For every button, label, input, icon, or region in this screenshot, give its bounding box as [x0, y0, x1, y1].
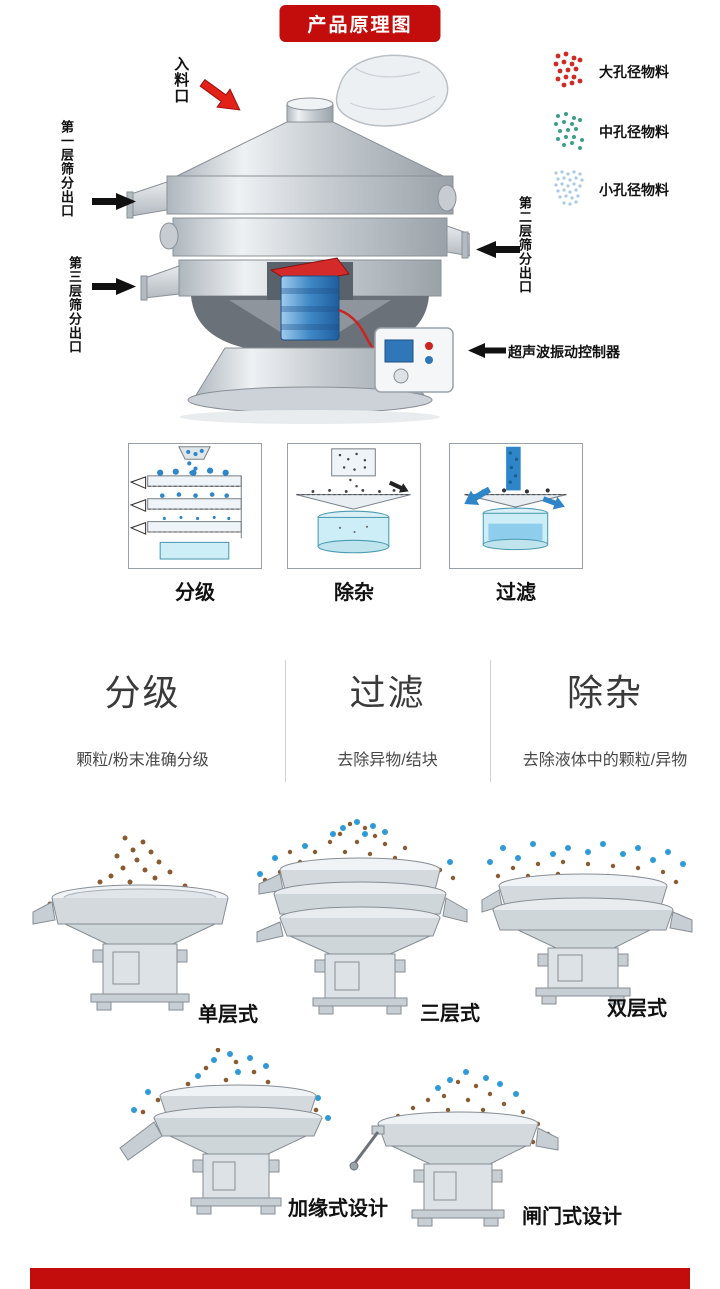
function-label-impurity-removal: 除杂	[334, 582, 374, 604]
feature-classification: 分级 颗粒/粉末准确分级	[0, 652, 285, 770]
small-particles-icon	[554, 170, 584, 206]
classification-diagram	[129, 446, 242, 560]
inlet-label: 入料口	[172, 56, 190, 104]
feature-desc: 颗粒/粉末准确分级	[76, 752, 209, 769]
machine-double-layer-illustration	[481, 841, 693, 1005]
feed-arrow-icon	[199, 78, 241, 111]
function-label-classification: 分级	[175, 582, 215, 604]
outlet-layer2-label: 第二层筛分出口	[516, 196, 532, 294]
ultrasonic-controller	[374, 327, 454, 393]
feature-title: 分级	[104, 672, 181, 713]
model-label-gate-design: 闸门式设计	[522, 1206, 622, 1228]
sample-bag-icon	[335, 54, 449, 127]
model-label-single-layer: 单层式	[198, 1004, 258, 1026]
feature-desc: 去除液体中的颗粒/异物	[522, 752, 688, 769]
machine-three-layer-illustration	[256, 819, 468, 1015]
title-badge-text: 产品原理图	[307, 15, 413, 36]
model-label-double-layer: 双层式	[607, 998, 667, 1020]
large-particles-icon	[553, 51, 583, 88]
legend-item-medium: 中孔径物料	[550, 110, 669, 154]
feature-title: 过滤	[349, 672, 426, 713]
legend-label: 大孔径物料	[599, 64, 669, 80]
feature-impurity-removal: 除杂 去除液体中的颗粒/异物	[490, 652, 720, 770]
legend-item-large: 大孔径物料	[550, 50, 669, 94]
arrow-left-icon	[476, 241, 520, 258]
medium-particles-icon	[554, 112, 584, 150]
feature-divider	[490, 660, 491, 782]
controller-label: 超声波振动控制器	[508, 344, 620, 360]
outlet-3-spout	[144, 265, 180, 299]
function-label-filtration: 过滤	[496, 582, 536, 604]
feature-desc: 去除异物/结块	[337, 752, 438, 769]
sieve-machine-illustration	[126, 54, 470, 424]
outlet-layer3-label: 第三层筛分出口	[66, 256, 82, 354]
legend-item-small: 小孔径物料	[550, 168, 669, 212]
machine-single-layer-illustration	[32, 835, 229, 1011]
arrow-right-icon	[92, 193, 136, 210]
arrow-right-icon	[92, 278, 136, 295]
bottom-red-bar	[30, 1268, 690, 1289]
feature-title: 除杂	[566, 672, 643, 713]
model-label-three-layer: 三层式	[420, 1003, 480, 1025]
machine-edge-design-illustration	[119, 1048, 331, 1215]
filtration-diagram	[464, 446, 567, 551]
title-badge: 产品原理图	[279, 5, 441, 42]
legend-label: 中孔径物料	[599, 124, 669, 140]
filtration-diagram-frame	[449, 443, 583, 569]
classification-diagram-frame	[128, 443, 262, 569]
outlet-layer1-label: 第一层筛分出口	[58, 120, 74, 218]
vibration-motor	[269, 257, 350, 341]
arrow-left-icon	[468, 343, 506, 358]
machine-gate-design-illustration	[349, 1069, 559, 1227]
feature-divider	[285, 660, 286, 782]
model-label-edge-design: 加缘式设计	[288, 1198, 388, 1220]
legend-label: 小孔径物料	[599, 182, 669, 198]
impurity-removal-diagram	[296, 448, 411, 554]
outlet-1-spout	[130, 181, 168, 217]
impurity-removal-diagram-frame	[287, 443, 421, 569]
feature-filtration: 过滤 去除异物/结块	[285, 652, 490, 770]
